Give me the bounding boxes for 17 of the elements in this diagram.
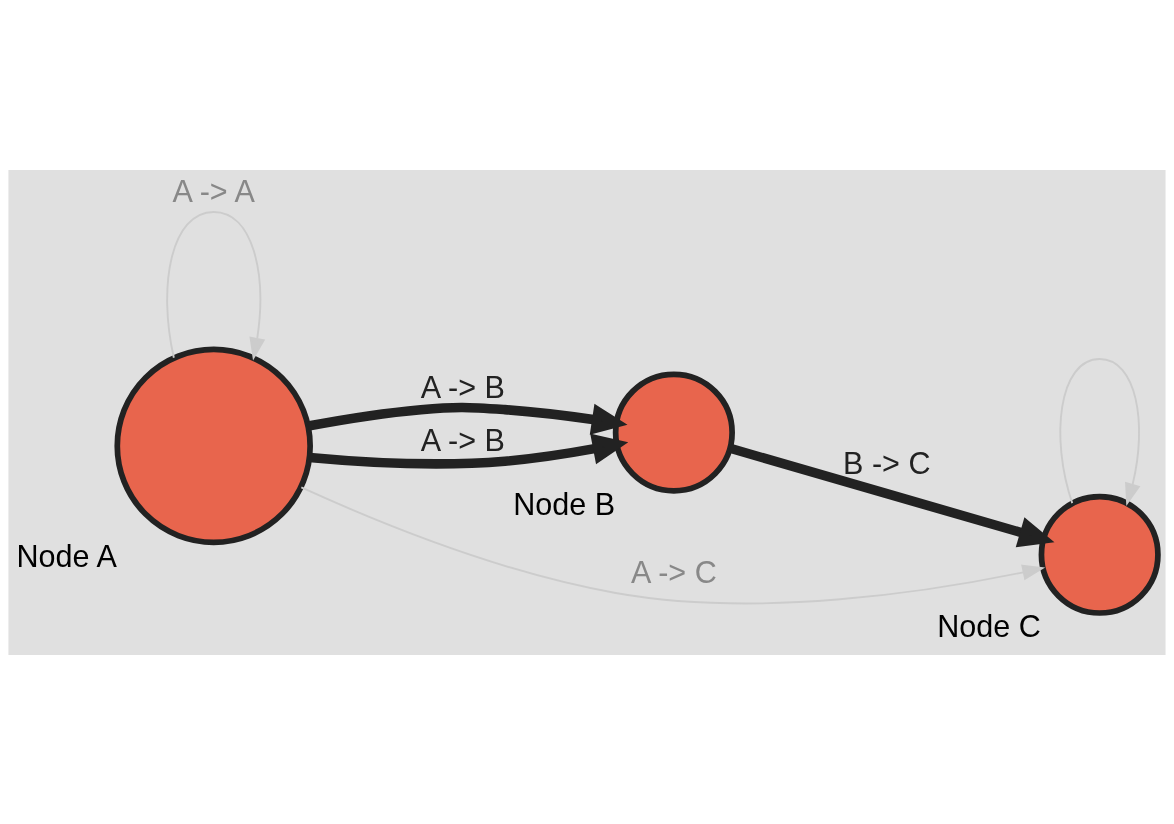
node-circle (1038, 493, 1161, 616)
node-label: Node A (16, 538, 117, 573)
edge-label: A -> A (172, 173, 255, 208)
edge-label: B -> C (843, 445, 931, 480)
node-label: Node B (513, 486, 616, 521)
edge-label: A -> B (420, 369, 505, 404)
edge-label: A -> C (631, 554, 717, 589)
arrow (300, 486, 1046, 604)
node-circle (612, 370, 735, 494)
arrow (307, 402, 628, 435)
node-label: Node C (937, 608, 1041, 643)
arrow (1059, 357, 1141, 506)
arrow (166, 210, 266, 361)
arrow (728, 443, 1055, 547)
arrow (309, 433, 629, 469)
edge-label: A -> B (420, 422, 505, 457)
node-circle (114, 346, 313, 545)
